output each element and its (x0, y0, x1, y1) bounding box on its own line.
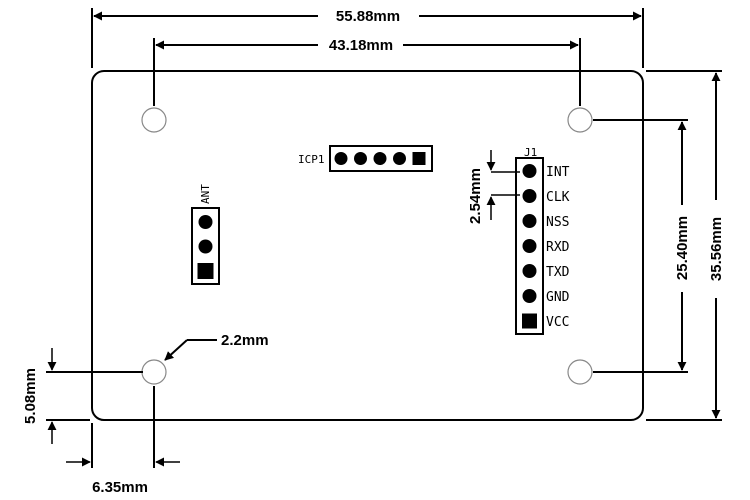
j1-pin-label: VCC (546, 315, 569, 330)
dim-hole-offset-x: 6.35mm (66, 386, 180, 496)
ant-pin (198, 239, 213, 254)
mounting-hole-top-left (141, 107, 167, 133)
j1-pin (522, 264, 537, 278)
j1-pin (522, 189, 537, 203)
j1-pin-label: NSS (546, 215, 569, 230)
ant-header: ANT (191, 184, 220, 285)
hole-spacing-y-label: 25.40mm (674, 216, 691, 280)
icp1-pin (354, 152, 367, 165)
ant-pin (198, 215, 213, 229)
icp1-pin-square (412, 152, 426, 165)
dim-pin-pitch: 2.54mm (467, 150, 520, 224)
dim-hole-offset-y: 5.08mm (22, 348, 143, 444)
j1-pin-label: CLK (546, 190, 570, 205)
icp1-pin (393, 152, 406, 165)
j1-pin (522, 214, 537, 228)
j1-pin-label: RXD (546, 240, 570, 255)
ant-pin-square (197, 263, 214, 279)
j1-pin-label: TXD (546, 265, 570, 280)
hole-spacing-x-label: 43.18mm (329, 37, 393, 54)
dim-board-height: 35.56mm (646, 70, 725, 421)
j1-pin-label: GND (546, 290, 570, 305)
hole-diameter-label: 2.2mm (221, 332, 269, 349)
mounting-hole-bottom-left (141, 359, 167, 385)
j1-header: J1 INT CLK NSS RXD TXD GND VCC (515, 146, 570, 335)
dim-hole-diameter: 2.2mm (164, 332, 269, 361)
j1-pin (522, 289, 537, 303)
pin-pitch-label: 2.54mm (467, 168, 484, 224)
j1-pin-square (522, 313, 537, 329)
j1-label: J1 (524, 146, 537, 159)
icp1-header: ICP1 (298, 145, 433, 172)
hole-offset-y-label: 5.08mm (22, 368, 39, 424)
icp1-pin (334, 152, 348, 165)
j1-pin-label: INT (546, 165, 570, 180)
dim-board-width: 55.88mm (91, 8, 644, 68)
ant-label: ANT (199, 184, 212, 204)
board-height-label: 35.56mm (708, 217, 725, 281)
dim-hole-spacing-y: 25.40mm (593, 119, 691, 373)
j1-pin (522, 164, 537, 178)
board-width-label: 55.88mm (336, 8, 400, 25)
j1-pin (522, 239, 537, 253)
icp1-pin (373, 152, 387, 165)
dim-hole-spacing-x: 43.18mm (153, 37, 581, 106)
mounting-hole-top-right (567, 107, 593, 133)
board-outline (91, 70, 644, 421)
hole-offset-x-label: 6.35mm (92, 479, 148, 496)
icp1-label: ICP1 (298, 153, 325, 166)
mounting-hole-bottom-right (567, 359, 593, 385)
